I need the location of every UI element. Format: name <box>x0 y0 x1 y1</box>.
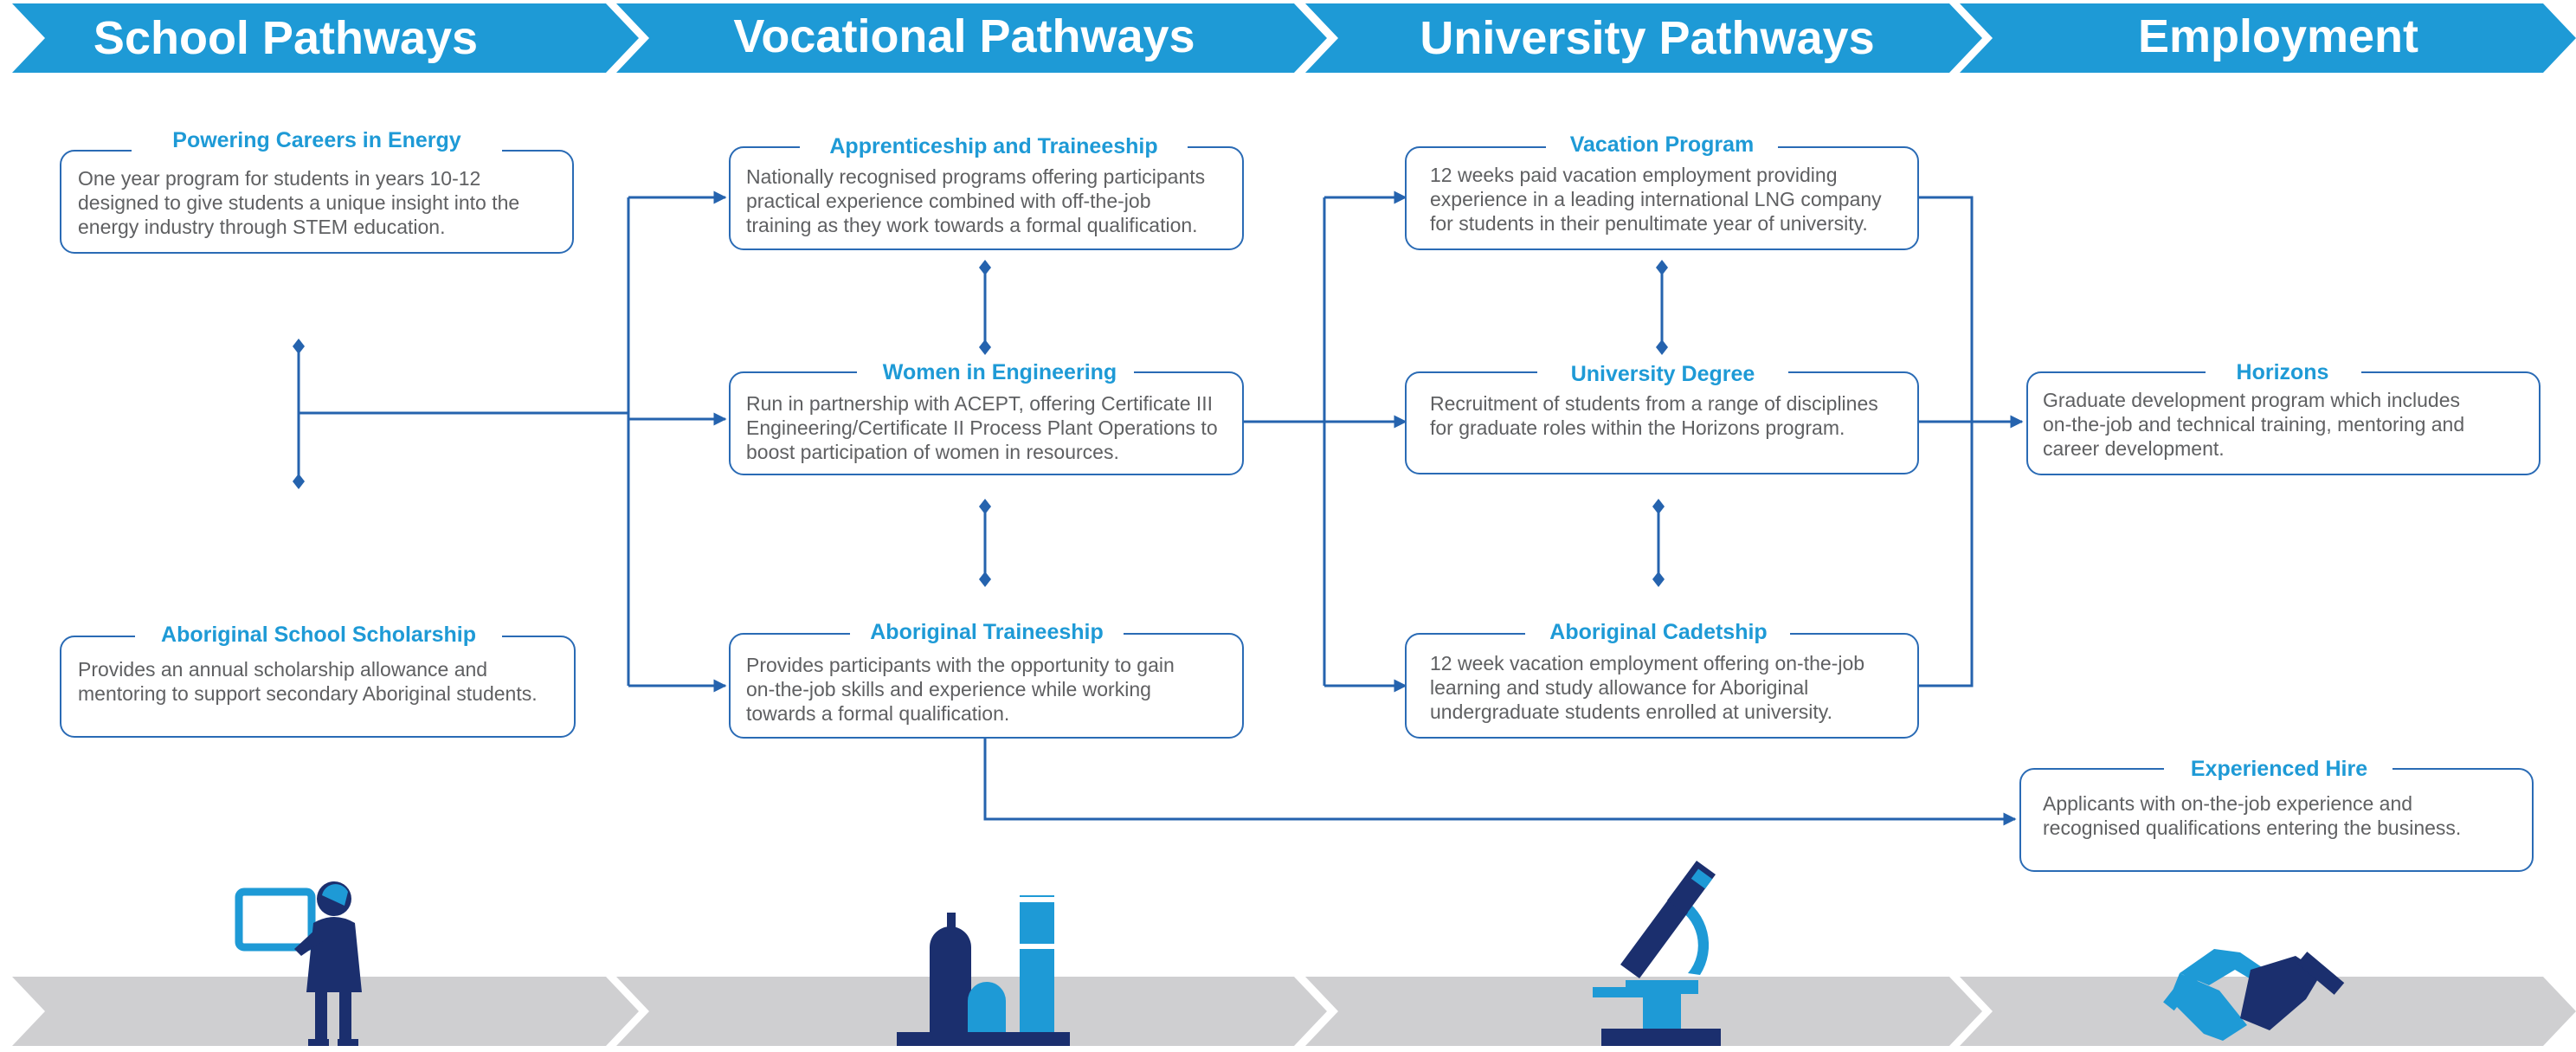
school-bracket-bottom-diamond <box>293 474 305 489</box>
program-desc-line: training as they work towards a formal q… <box>746 214 1198 236</box>
uni-link-upper-bottom-diamond <box>1656 339 1668 355</box>
program-title-aboriginal-cadetship: Aboriginal Cadetship <box>1549 620 1767 644</box>
program-title-experienced-hire: Experienced Hire <box>2191 757 2367 781</box>
microscope-icon <box>1593 861 1721 1046</box>
program-aboriginal-school-scholarship: Aboriginal School Scholarship Provides a… <box>60 616 576 738</box>
program-aboriginal-traineeship: Aboriginal Traineeship Provides particip… <box>729 616 1244 739</box>
program-desc-line: Run in partnership with ACEPT, offering … <box>746 392 1213 415</box>
program-desc-line: undergraduate students enrolled at unive… <box>1430 700 1832 723</box>
voc-link-upper-top-diamond <box>979 260 991 275</box>
stage-label-employment: Employment <box>2138 10 2418 62</box>
program-desc-line: 12 week vacation employment offering on-… <box>1430 652 1864 674</box>
connectors <box>293 190 2024 826</box>
program-desc-line: Engineering/Certificate II Process Plant… <box>746 416 1218 439</box>
program-desc-line: boost participation of women in resource… <box>746 441 1119 463</box>
school-bracket-top-diamond <box>293 339 305 354</box>
uni-link-lower-bottom-diamond <box>1652 571 1665 587</box>
program-experienced-hire: Experienced Hire Applicants with on-the-… <box>2019 752 2534 872</box>
stage-label-vocational: Vocational Pathways <box>733 10 1195 62</box>
voc-link-lower-bottom-diamond <box>979 571 991 587</box>
voc-link-lower-top-diamond <box>979 499 991 514</box>
program-desc-line: Provides an annual scholarship allowance… <box>78 658 487 681</box>
program-horizons: Horizons Graduate development program wh… <box>2026 355 2541 475</box>
program-desc-line: Nationally recognised programs offering … <box>746 165 1205 188</box>
program-desc-line: for graduate roles within the Horizons p… <box>1430 416 1845 439</box>
arrow-to-experienced-hire <box>983 738 2017 826</box>
program-desc-line: on-the-job and technical training, mento… <box>2043 413 2464 436</box>
program-desc-line: One year program for students in years 1… <box>78 167 480 190</box>
program-title-aboriginal-traineeship: Aboriginal Traineeship <box>870 620 1104 644</box>
title-gap <box>2206 355 2361 384</box>
title-gap <box>857 355 1134 384</box>
program-desc-line: learning and study allowance for Aborigi… <box>1430 676 1808 699</box>
program-desc-line: Recruitment of students from a range of … <box>1430 392 1878 415</box>
program-desc-line: designed to give students a unique insig… <box>78 191 519 214</box>
uni-link-upper-top-diamond <box>1656 260 1668 275</box>
program-desc-line: experience in a leading international LN… <box>1430 188 1882 210</box>
program-powering-careers: Powering Careers in Energy One year prog… <box>60 128 574 254</box>
program-title-aboriginal-school-scholarship: Aboriginal School Scholarship <box>161 623 476 647</box>
program-desc-line: Provides participants with the opportuni… <box>746 654 1175 676</box>
program-desc-line: mentoring to support secondary Aborigina… <box>78 682 538 705</box>
voc-link-upper-bottom-diamond <box>979 339 991 355</box>
program-desc-line: Graduate development program which inclu… <box>2043 389 2460 411</box>
program-apprenticeship: Apprenticeship and Traineeship Nationall… <box>729 130 1244 250</box>
program-desc-line: Applicants with on-the-job experience an… <box>2043 792 2412 815</box>
title-gap <box>135 616 502 646</box>
stage-chevron-university <box>1305 3 1982 73</box>
title-gap <box>850 616 1124 646</box>
title-gap <box>800 130 1188 159</box>
program-title-apprenticeship: Apprenticeship and Traineeship <box>829 134 1157 158</box>
program-desc-line: recognised qualifications entering the b… <box>2043 816 2461 839</box>
program-title-vacation-program: Vacation Program <box>1570 132 1755 157</box>
title-gap <box>1525 616 1790 646</box>
title-gap <box>1537 355 1788 384</box>
handshake-icon <box>2163 949 2345 1041</box>
program-desc-line: career development. <box>2043 437 2225 460</box>
title-gap <box>132 130 502 159</box>
stage-chevron-employment <box>1960 3 2576 73</box>
stage-chevron-school <box>12 3 639 73</box>
program-desc-line: on-the-job skills and experience while w… <box>746 678 1151 700</box>
stage-banner: School Pathways Vocational Pathways Univ… <box>12 3 2576 73</box>
stage-chevron-vocational <box>616 3 1327 73</box>
stage-label-university: University Pathways <box>1420 12 1874 64</box>
program-desc-line: towards a formal qualification. <box>746 702 1009 725</box>
program-vacation-program: Vacation Program 12 weeks paid vacation … <box>1405 130 1919 250</box>
title-gap <box>1546 130 1778 159</box>
program-university-degree: University Degree Recruitment of student… <box>1405 355 1919 474</box>
university-collector-line <box>1918 196 1974 687</box>
program-women-in-engineering: Women in Engineering Run in partnership … <box>729 355 1244 475</box>
program-title-women-in-engineering: Women in Engineering <box>883 360 1117 384</box>
teacher-icon <box>235 881 362 1046</box>
program-title-university-degree: University Degree <box>1571 362 1755 386</box>
program-aboriginal-cadetship: Aboriginal Cadetship 12 week vacation em… <box>1405 616 1919 739</box>
program-desc-line: for students in their penultimate year o… <box>1430 212 1868 235</box>
stage-label-school: School Pathways <box>93 12 478 64</box>
program-desc-line: practical experience combined with off-t… <box>746 190 1151 212</box>
program-title-powering-careers: Powering Careers in Energy <box>172 128 461 152</box>
program-desc-line: 12 weeks paid vacation employment provid… <box>1430 164 1838 186</box>
title-gap <box>2164 752 2392 781</box>
program-desc-line: energy industry through STEM education. <box>78 216 445 238</box>
program-title-horizons: Horizons <box>2237 360 2329 384</box>
uni-link-lower-top-diamond <box>1652 499 1665 514</box>
refinery-icon <box>897 895 1070 1046</box>
